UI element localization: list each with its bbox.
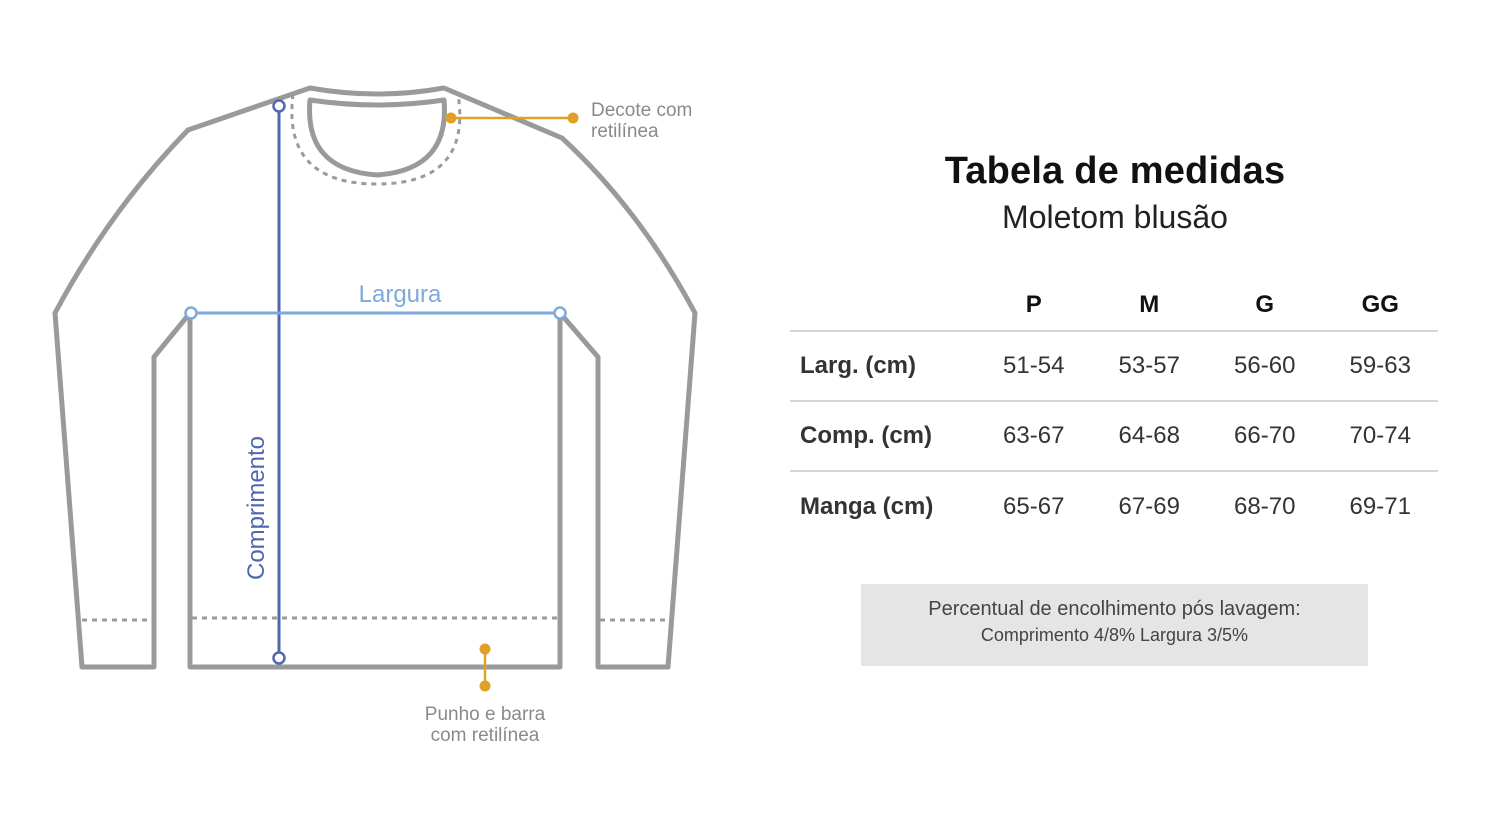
table-row: Manga (cm) 65-67 67-69 68-70 69-71	[790, 471, 1438, 541]
largura-measure	[184, 306, 567, 320]
header-size-gg: GG	[1361, 291, 1399, 318]
table-cell: 64-68	[1118, 422, 1180, 449]
table-header-row: P M G GG	[790, 280, 1438, 331]
shrinkage-note: Percentual de encolhimento pós lavagem: …	[861, 584, 1368, 666]
table-cell: 68-70	[1234, 492, 1296, 520]
table-cell: 70-74	[1349, 422, 1411, 449]
neck-rib-dashed	[290, 93, 462, 186]
decote-callout-line2: retilínea	[591, 121, 659, 142]
comprimento-label: Comprimento	[243, 436, 270, 580]
largura-label: Largura	[359, 281, 442, 308]
table-subtitle: Moletom blusão	[1002, 199, 1228, 235]
table-cell: 67-69	[1118, 492, 1180, 520]
sweatshirt-diagram: Comprimento Largura Decote com retilínea…	[52, 85, 698, 746]
row-label-comprimento: Comp. (cm)	[800, 422, 932, 449]
punho-callout-line1: Punho e barra	[425, 704, 546, 725]
table-cell: 59-63	[1349, 352, 1411, 379]
sweatshirt-outline	[52, 85, 698, 670]
row-label-manga: Manga (cm)	[800, 492, 934, 520]
size-table: P M G GG Larg. (cm) 51-54 53-57 56-60 59…	[790, 280, 1438, 541]
header-empty	[790, 280, 976, 331]
decote-callout-line1: Decote com	[591, 100, 692, 121]
table-cell: 63-67	[1003, 422, 1065, 449]
shrinkage-note-line2: Comprimento 4/8% Largura 3/5%	[980, 625, 1249, 645]
punho-callout	[479, 643, 491, 692]
table-cell: 56-60	[1234, 352, 1296, 379]
table-row: Comp. (cm) 63-67 64-68 66-70 70-74	[790, 401, 1438, 471]
row-label-largura: Larg. (cm)	[800, 352, 917, 379]
header-size-p: P	[1025, 291, 1042, 318]
table-cell: 66-70	[1234, 422, 1296, 449]
comprimento-measure	[272, 99, 286, 665]
table-cell: 65-67	[1003, 492, 1065, 520]
table-row: Larg. (cm) 51-54 53-57 56-60 59-63	[790, 331, 1438, 401]
header-size-m: M	[1139, 291, 1160, 318]
size-table-panel: Tabela de medidas Moletom blusão P M G G…	[790, 140, 1440, 541]
table-cell: 53-57	[1118, 352, 1180, 379]
table-cell: 51-54	[1003, 352, 1065, 379]
shrinkage-note-line1: Percentual de encolhimento pós lavagem:	[928, 598, 1301, 620]
decote-callout	[445, 112, 579, 124]
header-size-g: G	[1255, 291, 1275, 318]
table-title: Tabela de medidas	[944, 150, 1286, 192]
neck-inner	[307, 97, 447, 178]
punho-callout-line2: com retilínea	[431, 725, 540, 746]
table-cell: 69-71	[1349, 492, 1411, 520]
